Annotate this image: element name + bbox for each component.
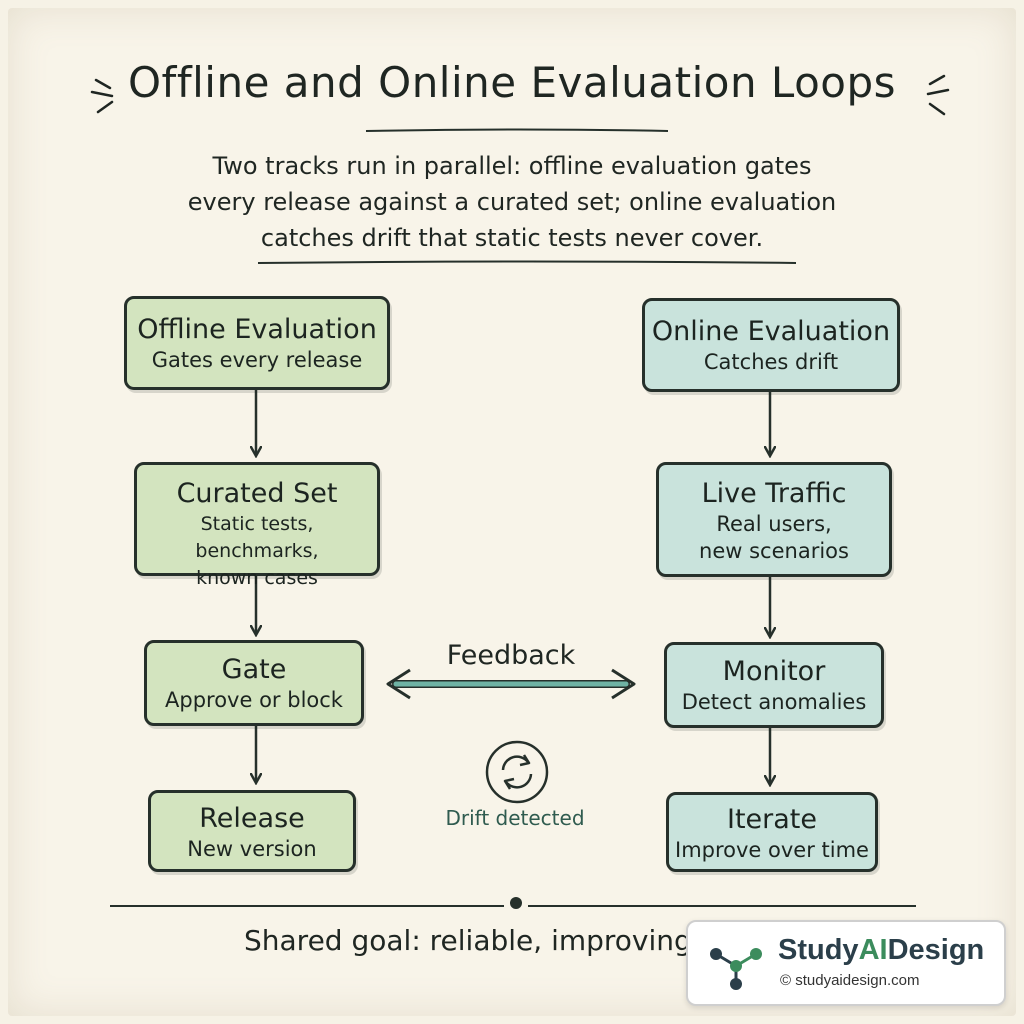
brand-study: Study xyxy=(778,934,859,966)
online-evaluation-box: Online Evaluation Catches drift xyxy=(642,298,900,392)
live-traffic-line-1: Real users, xyxy=(716,512,832,536)
live-traffic-line-2: new scenarios xyxy=(699,539,849,563)
iterate-subtitle: Improve over time xyxy=(675,838,869,862)
release-box: Release New version xyxy=(148,790,356,872)
online-evaluation-title: Online Evaluation xyxy=(651,316,891,347)
brand-name: StudyAIDesign xyxy=(778,934,984,967)
online-evaluation-subtitle: Catches drift xyxy=(703,350,839,374)
live-traffic-title: Live Traffic xyxy=(701,478,847,509)
page-title: Offline and Online Evaluation Loops xyxy=(127,58,897,107)
studyaidesign-badge[interactable]: StudyAIDesign © studyaidesign.com xyxy=(686,920,1006,1006)
intro-underline xyxy=(257,260,797,264)
monitor-subtitle: Detect anomalies xyxy=(681,690,867,714)
gate-box: Gate Approve or block xyxy=(144,640,364,726)
title-underline xyxy=(365,128,669,132)
iterate-title: Iterate xyxy=(726,804,817,835)
offline-evaluation-box: Offline Evaluation Gates every release xyxy=(124,296,390,390)
sparkle-icon-right xyxy=(926,74,950,116)
intro-line-3: catches drift that static tests never co… xyxy=(260,224,764,252)
intro-line-1: Two tracks run in parallel: offline eval… xyxy=(212,152,812,180)
sparkle-icon-left xyxy=(90,78,114,114)
offline-evaluation-subtitle: Gates every release xyxy=(151,348,363,372)
curated-set-box: Curated Set Static tests, benchmarks, kn… xyxy=(134,462,380,589)
offline-evaluation-title: Offline Evaluation xyxy=(137,314,377,345)
gate-subtitle: Approve or block xyxy=(165,688,343,712)
release-subtitle: New version xyxy=(187,837,317,861)
live-traffic-box: Live Traffic Real users, new scenarios xyxy=(656,462,892,577)
feedback-double-arrow xyxy=(386,668,636,700)
feedback-label: Feedback xyxy=(446,640,576,671)
curated-set-line-1: Static tests, benchmarks, xyxy=(195,513,319,562)
network-logo-icon xyxy=(710,948,762,990)
bottom-divider xyxy=(110,897,916,909)
brand-design: Design xyxy=(887,934,985,966)
curated-set-title: Curated Set xyxy=(176,478,338,509)
iterate-box: Iterate Improve over time xyxy=(666,792,878,872)
curated-set-line-2: known cases xyxy=(196,567,318,589)
intro-line-2: every release against a curated set; onl… xyxy=(187,188,837,216)
brand-url: © studyaidesign.com xyxy=(780,972,920,989)
intro-text: Two tracks run in parallel: offline eval… xyxy=(150,148,874,256)
refresh-cycle-icon xyxy=(485,740,549,804)
drift-detected-label: Drift detected xyxy=(445,806,585,830)
release-title: Release xyxy=(199,803,305,834)
gate-title: Gate xyxy=(221,654,287,685)
monitor-title: Monitor xyxy=(722,656,826,687)
monitor-box: Monitor Detect anomalies xyxy=(664,642,884,728)
brand-ai: AI xyxy=(858,934,888,966)
